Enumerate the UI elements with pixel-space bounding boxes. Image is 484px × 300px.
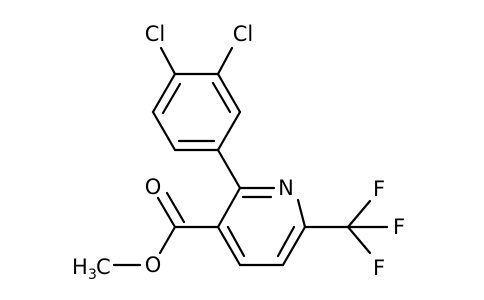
bond-pyr-n-c6 — [296, 198, 307, 229]
dichlorophenyl-ring — [151, 72, 242, 152]
bond-ring-b — [151, 110, 177, 152]
atom-cl-upper-left: Cl — [145, 22, 166, 46]
atom-methyl-h: H — [72, 255, 88, 279]
bond-pyr-c3-c2 — [216, 186, 242, 229]
atom-methyl-subscript: 3 — [88, 267, 97, 283]
methyl-group-label: H 3 C — [72, 255, 111, 283]
atom-carbonyl-oxygen: O — [145, 175, 162, 199]
atom-cl-upper-right: Cl — [233, 22, 254, 46]
bond-pyr-c4-c3 — [216, 225, 242, 267]
bond-to-cl-left — [159, 46, 177, 76]
bond-ring-inner-2 — [161, 82, 182, 115]
bond-cf3-f-top — [346, 199, 372, 229]
bond-to-cl-right — [216, 46, 234, 76]
bond-ring-f — [216, 110, 242, 152]
atom-methyl-c: C — [96, 255, 111, 279]
atom-fluorine-right: F — [393, 215, 405, 239]
bond-carbonyl-ester-o — [158, 225, 177, 255]
bond-ring-e — [216, 72, 242, 114]
bond-ring-c — [151, 72, 177, 114]
bond-pyr-inner-2 — [276, 225, 296, 258]
pyridine-ring — [216, 186, 307, 267]
atom-ester-oxygen: O — [145, 253, 162, 277]
atom-fluorine-top: F — [373, 177, 385, 201]
bond-carbonyl-double-b — [165, 191, 186, 224]
bond-ring-inner-3 — [211, 81, 232, 114]
bond-pyr-inner-3 — [226, 225, 246, 258]
atom-nitrogen: N — [278, 176, 294, 200]
bond-cf3-f-bottom — [346, 225, 372, 255]
atom-fluorine-bottom: F — [373, 256, 385, 280]
bond-carbonyl-double-a — [156, 196, 177, 229]
bond-biaryl — [216, 148, 242, 190]
bond-pyr-c6-c5 — [281, 225, 307, 267]
